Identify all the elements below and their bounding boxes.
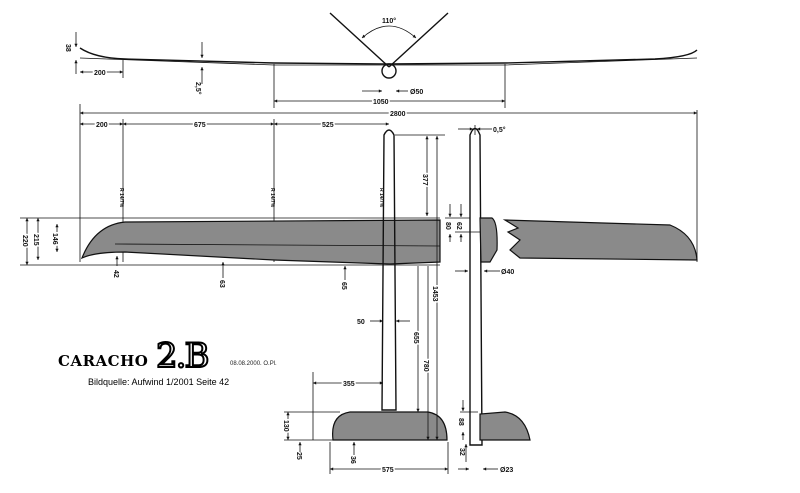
incidence-label: 0,5° — [493, 126, 506, 134]
tail-span-label: 575 — [382, 467, 394, 474]
chord-tip-label: 146 — [51, 233, 58, 245]
elevator-tip-label: 25 — [295, 452, 302, 460]
station-label-1: R 14/7% — [118, 188, 124, 208]
wing-pylon — [479, 217, 498, 263]
wing-side-view — [502, 219, 698, 261]
vtail-left — [329, 12, 390, 68]
tail-side — [479, 411, 531, 441]
span-label: 2800 — [390, 111, 406, 118]
seg-3-label: 525 — [322, 122, 334, 129]
boom-dia-label: Ø23 — [500, 467, 513, 474]
wing-top — [80, 219, 441, 265]
fuselage-top — [381, 129, 397, 411]
top-view: 220 215 146 42 63 65 377 1453 50 655 780… — [20, 129, 449, 476]
tip-height-label: 38 — [64, 44, 71, 52]
fuselage-dia-label: Ø50 — [410, 89, 423, 96]
seg-1-label: 200 — [96, 122, 108, 129]
aileron-1-label: 42 — [112, 270, 119, 278]
vtail-right — [388, 12, 449, 68]
dihedral-label: 2,5° — [194, 82, 202, 95]
nose-length-label: 377 — [421, 174, 428, 186]
htail-top — [332, 411, 448, 441]
model-name: CARACHO — [58, 352, 149, 370]
pod-dia-label: Ø40 — [501, 269, 514, 276]
chord-root-label: 215 — [32, 234, 39, 246]
center-span-label: 1050 — [373, 99, 389, 106]
fin-height-label: 88 — [457, 418, 464, 426]
seg-2-label: 675 — [194, 122, 206, 129]
pylon-2-label: 62 — [455, 222, 462, 230]
model-version-logo: 2.B — [155, 335, 210, 377]
side-view: 0,5° 80 62 Ø40 88 32 Ø23 — [444, 125, 698, 474]
drawing-date: 08.08.2000. O.Pl. — [230, 361, 277, 367]
tail-offset-label: 355 — [343, 381, 355, 388]
aileron-3-label: 65 — [340, 282, 347, 290]
image-source: Bildquelle: Aufwind 1/2001 Seite 42 — [88, 377, 230, 387]
vtail-angle-label: 110° — [382, 17, 396, 25]
chord-total-label: 220 — [21, 235, 28, 247]
station-label-2: R 14/7% — [269, 188, 275, 208]
aileron-2-label: 63 — [218, 280, 225, 288]
tip-length-label: 200 — [94, 70, 106, 77]
pylon-1-label: 80 — [444, 222, 451, 230]
tail-chord-label: 130 — [282, 420, 289, 432]
tail-pos-1-label: 655 — [412, 332, 419, 344]
station-label-3: R 14/7% — [378, 188, 384, 208]
front-view: 110° 38 200 2,5° 1050 Ø50 — [64, 12, 698, 108]
tail-pos-2-label: 780 — [422, 360, 429, 372]
fuselage-section — [381, 63, 397, 79]
fin-lower-label: 32 — [458, 448, 465, 456]
fuselage-side — [469, 127, 483, 446]
fuselage-length-label: 1453 — [431, 286, 438, 302]
wing-pos-label: 50 — [357, 319, 365, 326]
elevator-root-label: 36 — [349, 456, 356, 464]
